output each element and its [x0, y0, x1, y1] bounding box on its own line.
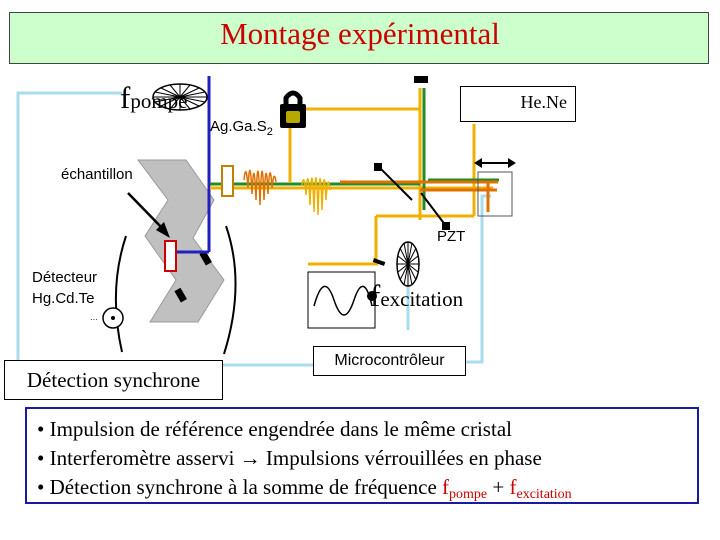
label-detecteur-line1: Détecteur	[32, 269, 98, 286]
delay-stage	[477, 171, 513, 217]
curved-mirror-right	[223, 225, 237, 355]
bullet-f-pompe: f	[442, 475, 450, 499]
sine-wave	[313, 285, 373, 316]
bullet-item-3-text: • Détection synchrone à la somme de fréq…	[37, 475, 443, 499]
label-detecteur-line2: Hg.Cd.Te	[32, 290, 95, 307]
bullet-plus: +	[487, 475, 510, 499]
label-echantillon: échantillon	[61, 166, 133, 183]
label-f-pompe-f: f	[120, 80, 131, 115]
detection-synchrone-box: Détection synchrone	[4, 360, 223, 400]
bullet-item-1: • Impulsion de référence engendrée dans …	[37, 417, 512, 441]
label-f-excitation-f: f	[370, 278, 381, 313]
bullet-list: • Impulsion de référence engendrée dans …	[25, 407, 699, 504]
label-f-excitation: fexcitation	[370, 280, 463, 315]
title-banner	[9, 12, 709, 64]
hene-laser: He.Ne	[460, 86, 576, 122]
label-f-pompe-sub: pompe	[130, 89, 188, 113]
lock-icon	[280, 90, 306, 128]
pulse-orange	[243, 169, 277, 206]
bullet-f-pompe-sub: pompe	[449, 487, 488, 502]
bullet-item-3: • Détection synchrone à la somme de fréq…	[37, 473, 687, 509]
beamsplitter-1	[377, 165, 413, 201]
label-pzt: PZT	[437, 228, 466, 245]
sample-shape	[137, 159, 225, 323]
detector-element	[164, 240, 177, 272]
mirror-hene	[414, 76, 428, 83]
beamsplitter-2	[420, 192, 447, 227]
microcontroleur-box: Microcontrôleur	[313, 346, 466, 376]
chopper-pompe-icon	[152, 83, 208, 111]
probe-beam-green	[210, 88, 499, 210]
pulse-yellow	[301, 177, 331, 216]
sample-arrow	[127, 192, 165, 231]
function-generator	[307, 271, 376, 329]
label-f-pompe: fpompe	[120, 82, 187, 117]
chopper-excitation-icon	[396, 241, 420, 287]
probe-beam-orange	[340, 180, 498, 212]
label-crystal-main: Ag.Ga.S	[210, 118, 267, 135]
page-title: Montage expérimental	[220, 16, 500, 51]
bullet-f-excitation-sub: excitation	[516, 487, 572, 502]
bullet-item-2: • Interferomètre asservi → Impulsions vé…	[37, 446, 542, 470]
svg-text:…: …	[90, 313, 98, 322]
label-crystal: Ag.Ga.S2	[210, 118, 273, 138]
sample-holder	[221, 165, 234, 197]
mirror-pzt	[372, 258, 386, 266]
label-crystal-sub: 2	[266, 126, 273, 138]
bullet-f-excitation: f	[509, 475, 517, 499]
curved-mirror-left	[114, 235, 127, 353]
label-f-excitation-sub: excitation	[380, 287, 464, 311]
label-detecteur: Détecteur Hg.Cd.Te	[32, 267, 97, 309]
